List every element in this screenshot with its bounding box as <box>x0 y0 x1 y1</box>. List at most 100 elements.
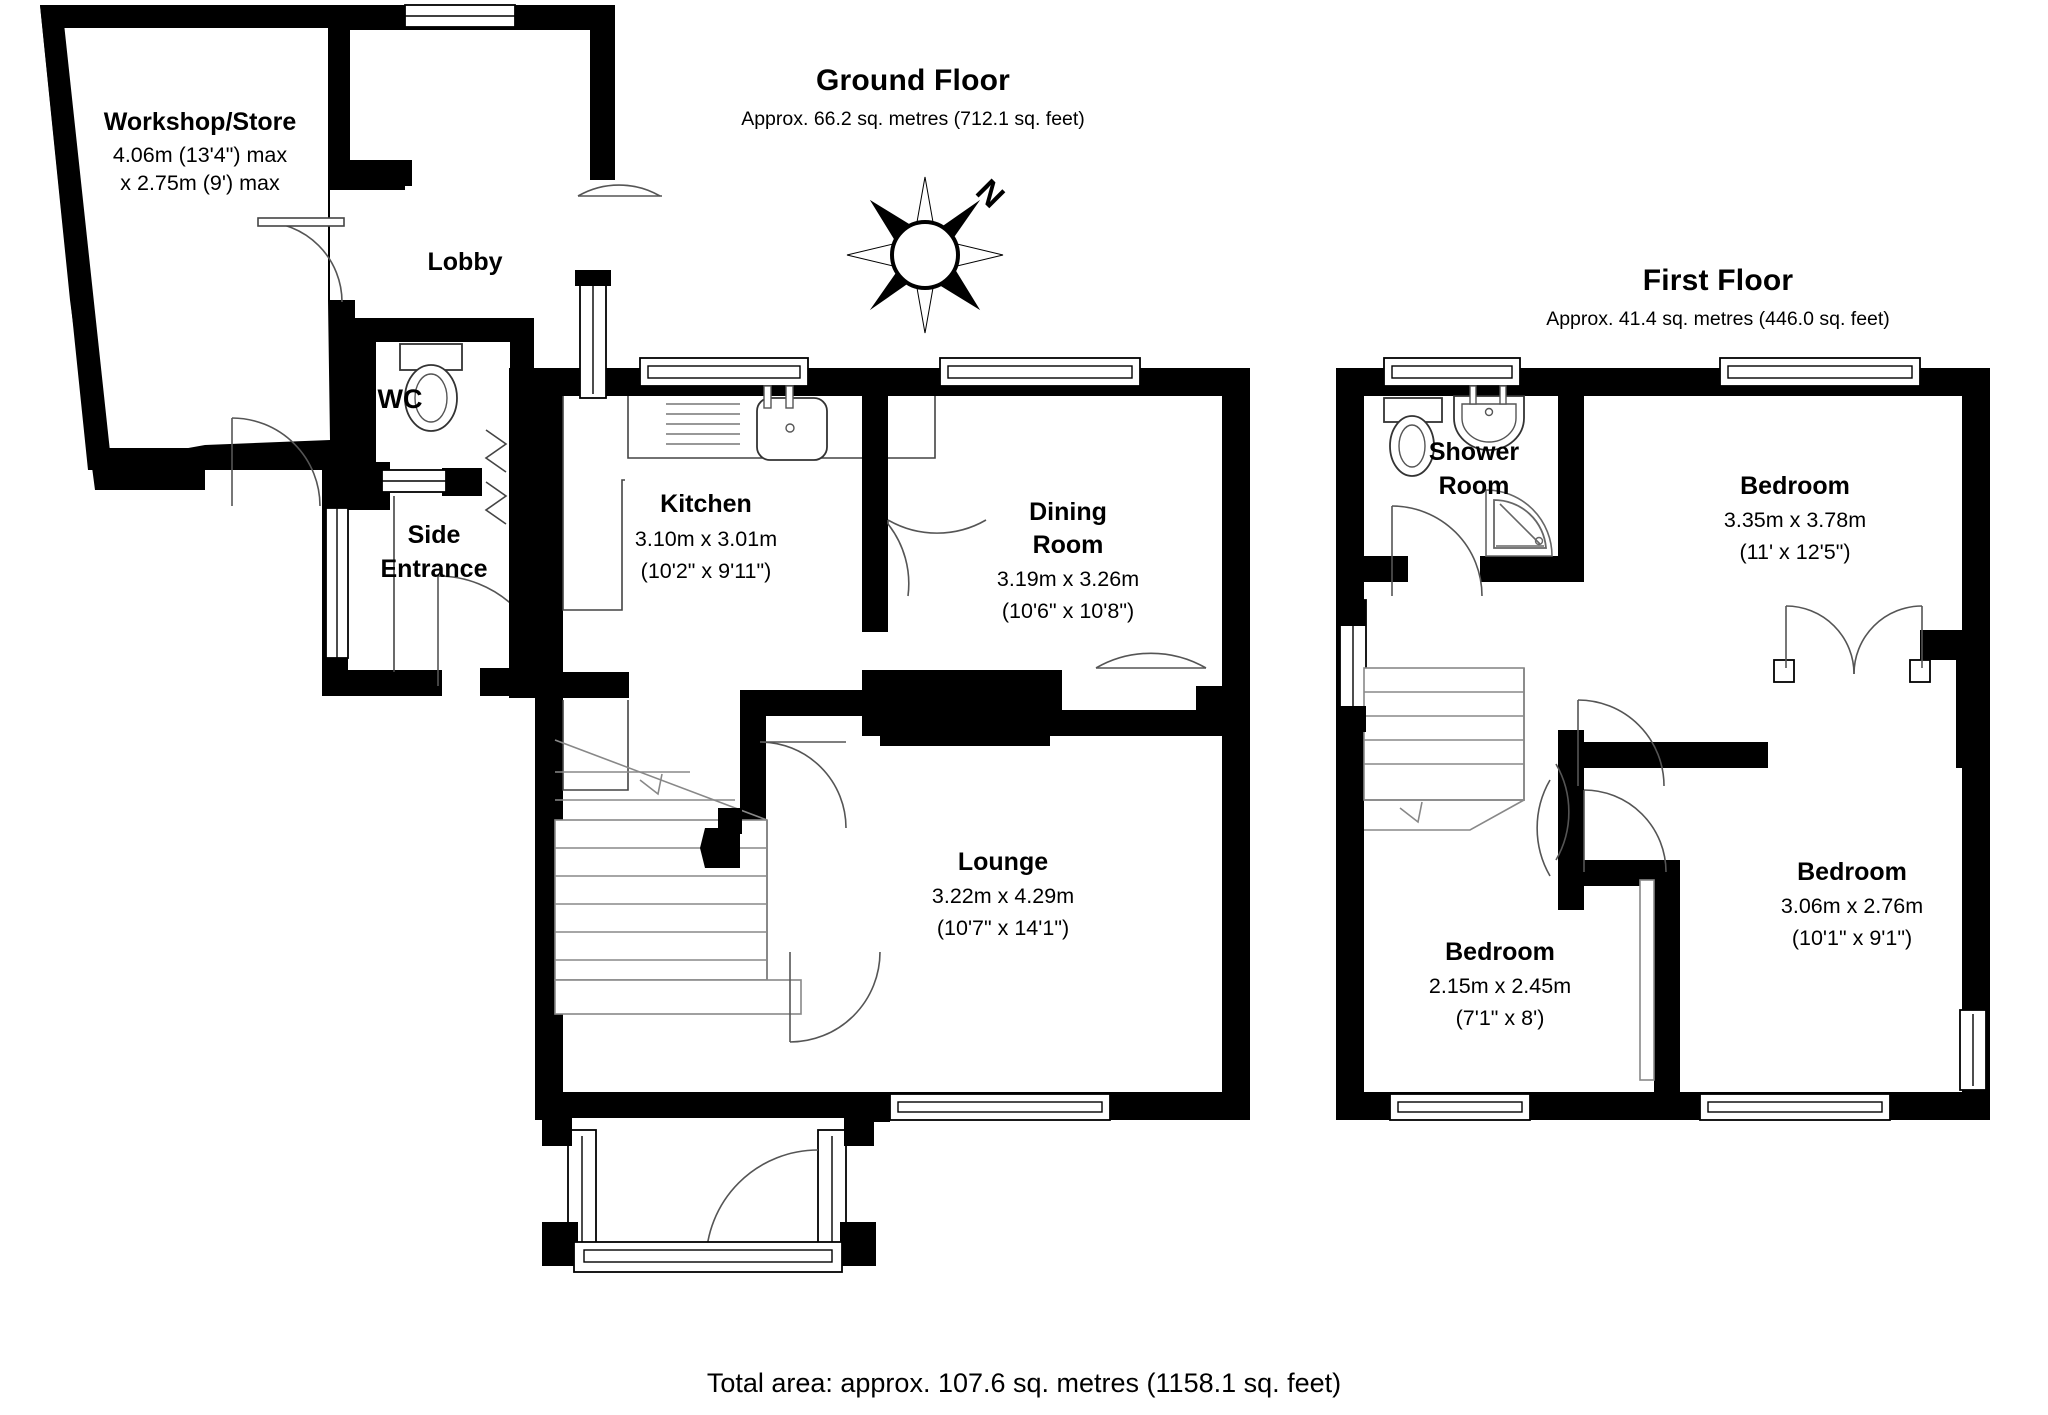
compass-circle <box>890 220 960 290</box>
first-basin-tap-left <box>1469 385 1477 405</box>
hall-door-swing-1 <box>759 741 847 829</box>
side-entrance-label-1: Side <box>408 521 461 549</box>
wardrobe-jamb-left <box>1773 659 1795 683</box>
first-left-window-head <box>1336 600 1366 626</box>
bedroom-3-window-glass <box>1397 1101 1523 1113</box>
compass-rose: N <box>846 172 1012 334</box>
toilet-icon <box>399 343 463 432</box>
dining-room-labels: Dining Room 3.19m x 3.26m (10'6" x 10'8"… <box>997 498 1139 623</box>
wardrobe <box>1768 605 1956 770</box>
bedroom-1-name: Bedroom <box>1740 472 1850 500</box>
porch-corner-tl <box>542 1118 572 1146</box>
ground-left-upper-wall <box>509 368 535 698</box>
wardrobe-door-swing-right <box>1853 605 1923 675</box>
ground-floor-title: Ground Floor <box>816 64 1010 97</box>
kitchen-window-glass <box>647 365 801 379</box>
ground-stairs-treads <box>555 847 767 961</box>
side-entrance-label-2: Entrance <box>381 555 488 583</box>
bedroom-3-cupboard <box>1639 879 1655 1081</box>
lobby-door-leaf-left <box>257 217 345 227</box>
lobby-label: Lobby <box>428 248 503 276</box>
shower-room-name-2: Room <box>1439 472 1510 500</box>
bedroom-2-window-glass <box>1707 1101 1883 1113</box>
wardrobe-jamb-right <box>1909 659 1931 683</box>
shower-drain <box>1534 536 1544 546</box>
kitchen-dim-imperial: (10'2" x 9'11") <box>641 559 772 583</box>
dining-room-dim-imperial: (10'6" x 10'8") <box>1002 599 1134 623</box>
lounge-window-glass <box>897 1101 1103 1113</box>
lobby-door-swing-right <box>577 184 661 197</box>
dining-lounge-jamb <box>1196 686 1222 736</box>
bedroom-1-labels: Bedroom 3.35m x 3.78m (11' x 12'5") <box>1724 472 1866 564</box>
ground-floor-heading: Ground Floor Approx. 66.2 sq. metres (71… <box>741 64 1085 130</box>
side-entrance-bottom-wall <box>322 670 442 696</box>
kitchen-side-window-head <box>575 270 611 286</box>
wc-top-wall <box>352 318 534 342</box>
dining-window-glass <box>947 365 1133 379</box>
total-area-label: Total area: approx. 107.6 sq. metres (11… <box>707 1368 1341 1398</box>
bedroom-1-door-swing <box>1577 699 1665 787</box>
wc-pan-inner <box>414 373 448 423</box>
first-left-window-sill <box>1336 706 1366 732</box>
wc-left-wall <box>352 318 376 478</box>
kitchen-dining-wall-nib <box>862 596 888 632</box>
staircase-icon <box>1363 667 1525 831</box>
first-floor-area: Approx. 41.4 sq. metres (446.0 sq. feet) <box>1546 308 1890 330</box>
kitchen-drainer <box>666 403 740 445</box>
first-toilet-pan-inner <box>1398 424 1426 468</box>
lounge-dim-imperial: (10'7" x 14'1") <box>937 916 1069 940</box>
ground-stairs-bottom-step <box>554 979 802 1015</box>
workshop-bottom-wall <box>88 448 210 470</box>
ground-floor-plan: WC Lobby Workshop/Store 4.06m (13'4") ma… <box>40 4 1250 1273</box>
porch-right-wall-top <box>800 1094 890 1122</box>
dining-room-name-2: Room <box>1033 531 1104 559</box>
kitchen-tap-right <box>785 385 794 409</box>
basin-icon <box>1453 385 1525 451</box>
wc-label: WC <box>378 384 423 414</box>
wc-outer-door-swing <box>231 417 321 507</box>
first-floor-heading: First Floor Approx. 41.4 sq. metres (446… <box>1546 264 1890 330</box>
shower-room-labels: Shower Room <box>1429 438 1520 500</box>
workshop-interior <box>64 28 330 462</box>
dining-lounge-chimney <box>880 676 1050 746</box>
lounge-dim-metric: 3.22m x 4.29m <box>932 884 1074 908</box>
sink-icon <box>666 385 828 461</box>
porch-interior <box>565 1118 855 1248</box>
bedroom-3-right-wall <box>1654 860 1680 1094</box>
first-basin-inner <box>1461 403 1517 443</box>
first-stairs-treads <box>1364 691 1524 765</box>
workshop-store-structure <box>40 4 662 507</box>
bedroom-1-dim-metric: 3.35m x 3.78m <box>1724 508 1866 532</box>
bedroom-2-dim-imperial: (10'1" x 9'1") <box>1792 926 1912 950</box>
bedroom-3-door-swing <box>1536 779 1551 877</box>
bedroom-3-dim-imperial: (7'1" x 8') <box>1456 1006 1545 1030</box>
shower-tray-diagonal <box>1499 503 1541 545</box>
bedroom-3-door-arc <box>1555 763 1570 861</box>
bedroom-2-labels: Bedroom 3.06m x 2.76m (10'1" x 9'1") <box>1781 858 1923 950</box>
first-basin-tap-right <box>1499 385 1507 405</box>
kitchen-name: Kitchen <box>660 490 752 518</box>
workshop-store-dim-metric: 4.06m (13'4") max <box>113 143 287 167</box>
ground-main-structure <box>509 270 1250 1273</box>
lounge-labels: Lounge 3.22m x 4.29m (10'7" x 14'1") <box>932 848 1074 940</box>
wc-folding-door-lower <box>484 481 508 525</box>
kitchen-door-arc <box>887 523 910 597</box>
bedroom-2-door-swing <box>1583 789 1667 873</box>
first-floor-plan: Shower Room <box>1336 357 1990 1121</box>
shower-cubicle-arc <box>1485 489 1553 557</box>
first-stairs-body <box>1363 667 1525 801</box>
first-floor-title: First Floor <box>1643 264 1794 297</box>
bedroom-1-window-glass <box>1727 365 1913 379</box>
bedroom-1-dim-imperial: (11' x 12'5") <box>1739 540 1850 564</box>
workshop-store-name: Workshop/Store <box>104 108 297 136</box>
wc-folding-door-upper <box>484 429 508 473</box>
kitchen-labels: Kitchen 3.10m x 3.01m (10'2" x 9'11") <box>635 490 777 583</box>
workshop-store-dim-imperial: x 2.75m (9') max <box>120 171 280 195</box>
wardrobe-door-swing-left <box>1785 605 1855 675</box>
kitchen-door-swing <box>887 519 987 534</box>
porch-corner-tr <box>844 1118 874 1146</box>
ground-stairs-direction-arrow <box>639 773 663 796</box>
dining-room-name-1: Dining <box>1029 498 1107 526</box>
bedroom-2-dim-metric: 3.06m x 2.76m <box>1781 894 1923 918</box>
